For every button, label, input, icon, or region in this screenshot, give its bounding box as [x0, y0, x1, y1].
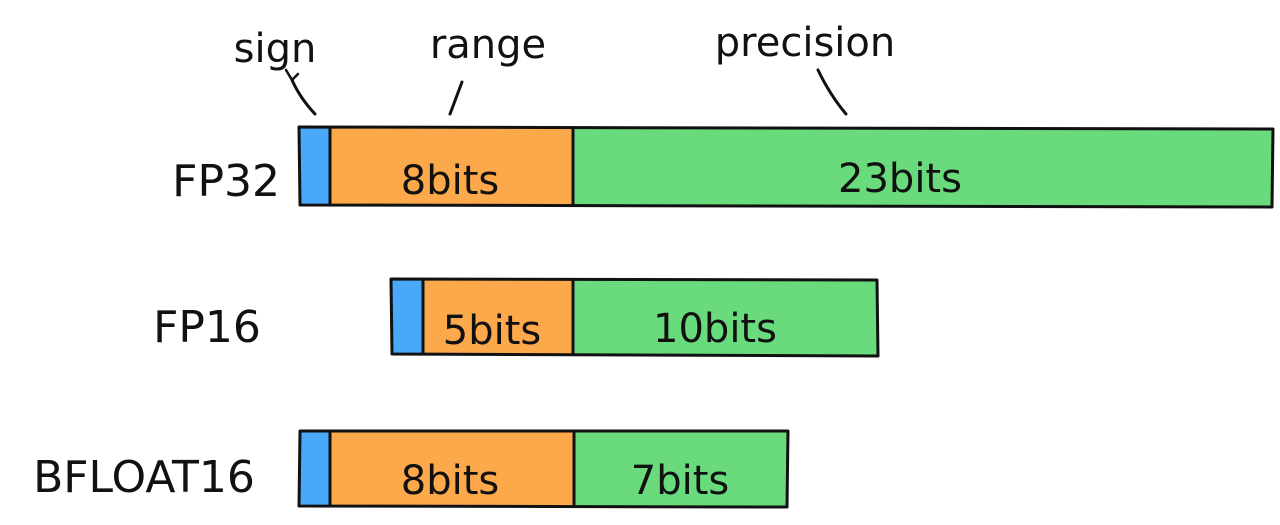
bfloat16-precision-label: 7bits — [631, 458, 729, 504]
fp16-precision-label: 10bits — [653, 306, 777, 352]
bfloat16-outline — [297, 429, 790, 509]
fp32-outline — [297, 125, 1275, 209]
fp32-range-label: 8bits — [401, 158, 499, 204]
precision-leader-line — [816, 68, 848, 116]
fp16-range-label: 5bits — [443, 308, 541, 354]
fp16-outline — [389, 277, 880, 358]
format-label-fp16: FP16 — [153, 302, 261, 353]
fp16-sign-segment — [392, 280, 423, 355]
fp32-sign-segment — [300, 128, 330, 206]
format-label-bfloat16: BFLOAT16 — [33, 452, 255, 503]
precision-annotation: precision — [715, 20, 895, 66]
format-label-fp32: FP32 — [172, 156, 280, 207]
bfloat16-row: BFLOAT16 8bits 7bits — [33, 429, 790, 509]
bfloat16-range-label: 8bits — [401, 458, 499, 504]
range-leader-line — [448, 80, 464, 116]
fp32-row: FP32 8bits 23bits — [172, 125, 1275, 209]
fp32-precision-label: 23bits — [838, 156, 962, 202]
fp32-range-segment — [330, 128, 573, 206]
fp16-precision-segment — [573, 280, 877, 355]
bfloat16-sign-segment — [300, 432, 330, 507]
bfloat16-precision-segment — [574, 432, 788, 507]
sign-leader-tip — [284, 68, 300, 82]
sign-leader-line — [290, 78, 317, 116]
fp16-range-segment — [423, 280, 573, 355]
sign-annotation: sign — [234, 26, 317, 72]
range-annotation: range — [430, 22, 546, 68]
bfloat16-range-segment — [330, 432, 574, 507]
fp32-precision-segment — [573, 128, 1273, 206]
fp16-row: FP16 5bits 10bits — [153, 277, 880, 358]
